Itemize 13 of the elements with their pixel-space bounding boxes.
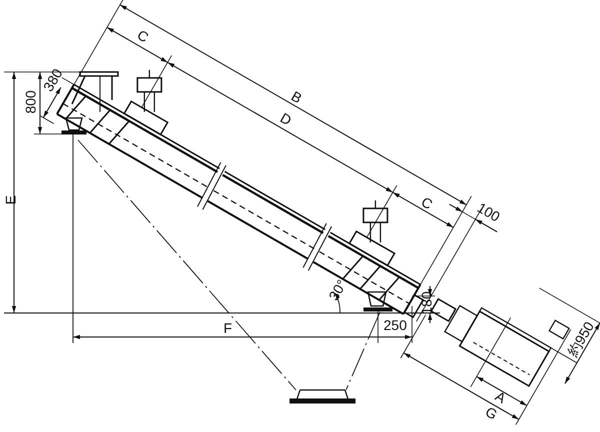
- dimension-label: 30°: [326, 277, 348, 303]
- dimension-label: 800: [23, 90, 38, 114]
- dimension-label: C: [135, 27, 151, 45]
- dimension-label: C: [419, 194, 435, 212]
- dimension-label: F: [224, 321, 232, 335]
- dimension-label: E: [3, 195, 18, 205]
- dimension-label: 250: [384, 318, 407, 332]
- dimension-label: 380: [40, 66, 64, 94]
- dimension-label: 100: [474, 200, 502, 224]
- dimension-label: G: [482, 404, 500, 422]
- dimension-label: D: [278, 110, 294, 128]
- dimension-label: A: [492, 388, 508, 406]
- dimension-label: B: [288, 88, 304, 106]
